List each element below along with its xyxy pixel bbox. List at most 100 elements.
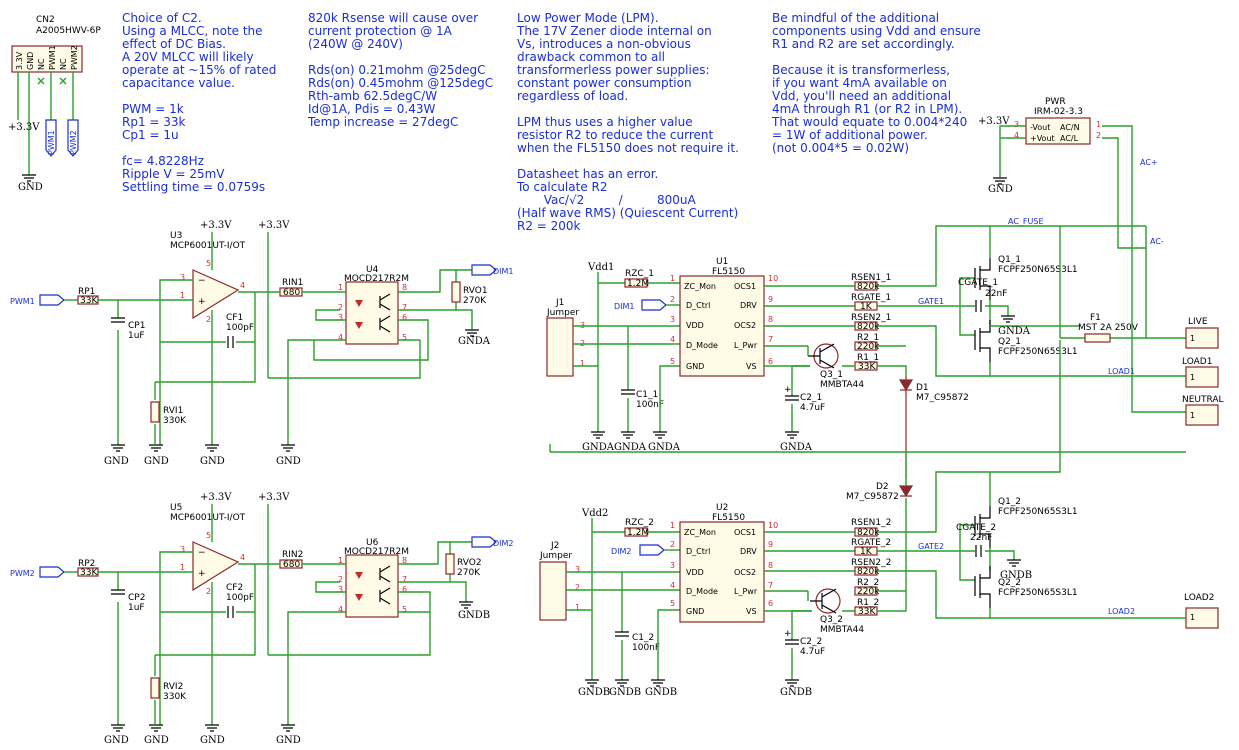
svg-text:L_Pwr: L_Pwr [734, 341, 758, 350]
svg-text:2: 2 [338, 575, 343, 584]
u6-ref: U6 [366, 538, 379, 548]
svg-text:1: 1 [670, 521, 675, 530]
svg-text:3: 3 [670, 561, 675, 570]
rvi2 [150, 677, 160, 699]
r1-1-ref: R1_1 [857, 353, 879, 363]
svg-text:2: 2 [1096, 131, 1101, 140]
svg-text:DRV: DRV [740, 301, 757, 310]
svg-text:2: 2 [206, 587, 211, 596]
f1-value: MST 2A 250V [1078, 323, 1139, 333]
net-ac-plus: AC+ [1140, 158, 1158, 167]
svg-text:−: − [198, 548, 206, 558]
svg-text:LIVE: LIVE [1188, 317, 1208, 327]
note-vdd: Be mindful of the additional components … [772, 11, 981, 155]
svg-text:1: 1 [575, 603, 580, 612]
svg-text:5: 5 [206, 259, 211, 268]
cgate-2-ref: CGATE_2 [956, 523, 996, 533]
gndb: GNDB [645, 687, 677, 698]
connector-load1 [1185, 366, 1219, 388]
j2-ref: J2 [550, 541, 559, 551]
svg-text:AC/N: AC/N [1060, 123, 1080, 132]
rvo2-ref: RVO2 [457, 558, 482, 568]
svg-text:+: + [198, 297, 206, 307]
u5-value: MCP6001UT-I/OT [170, 513, 246, 523]
gnd: GND [988, 184, 1013, 195]
vdd1: Vdd1 [587, 262, 614, 273]
net-dim1: DIM1 [614, 302, 635, 311]
rin2-ref: RIN2 [282, 550, 303, 560]
c1-2-value: 100nF [632, 643, 660, 653]
rp2-ref: RP2 [78, 559, 95, 569]
rsen1-1-value: 820k [857, 282, 880, 292]
rvo2 [445, 553, 455, 575]
r1-2-ref: R1_2 [857, 598, 879, 608]
svg-text:GND: GND [686, 607, 704, 616]
svg-text:4: 4 [338, 333, 343, 342]
r2-2-ref: R2_2 [857, 578, 879, 588]
svg-text:D_Mode: D_Mode [686, 587, 718, 596]
rzc2-ref: RZC_2 [625, 518, 654, 528]
svg-text:+: + [784, 385, 792, 395]
svg-text:8: 8 [402, 283, 407, 292]
note-lpm: Low Power Mode (LPM). The 17V Zener diod… [517, 11, 739, 233]
svg-text:4: 4 [240, 553, 245, 562]
rin2-value: 680 [283, 560, 300, 570]
svg-text:L_Pwr: L_Pwr [734, 587, 758, 596]
svg-text:5: 5 [402, 605, 407, 614]
cf2-ref: CF2 [226, 583, 243, 593]
svg-text:2: 2 [338, 303, 343, 312]
d2-ref: D2 [876, 482, 889, 492]
svg-text:LOAD1: LOAD1 [1182, 357, 1212, 367]
gnd: GND [104, 735, 129, 746]
ac-power-section: F1 MST 2A 250V AC+ AC- PWR IRM-02-3.3 -V… [978, 97, 1224, 629]
svg-text:3: 3 [180, 545, 185, 554]
svg-text:ZC_Mon: ZC_Mon [684, 528, 716, 537]
jumper-j1 [546, 317, 574, 377]
gndb: GNDB [1000, 570, 1032, 581]
svg-text:4: 4 [338, 605, 343, 614]
q1-1-value: FCPF250N65S3L1 [998, 265, 1078, 275]
mosfet-q2-1 [974, 320, 991, 376]
q3-1-ref: Q3_1 [820, 370, 843, 380]
svg-text:1: 1 [1190, 411, 1195, 420]
j2-value: Jumper [539, 551, 572, 561]
net-dim1: DIM1 [493, 267, 514, 276]
rsen1-2-value: 820k [857, 528, 880, 538]
svg-text:+: + [784, 629, 792, 639]
svg-text:GND: GND [686, 362, 704, 371]
connector-neutral [1185, 404, 1219, 426]
gnd: GND [144, 735, 169, 746]
q2-1-ref: Q2_1 [998, 337, 1021, 347]
gndb: GNDB [458, 610, 490, 621]
svg-text:8: 8 [768, 315, 773, 324]
rvi2-value: 330K [163, 692, 187, 702]
rvi2-ref: RVI2 [163, 682, 183, 692]
opamp-u5 [192, 541, 240, 592]
net-ac-fuse: AC_FUSE [1008, 217, 1044, 226]
svg-text:VS: VS [746, 362, 757, 371]
gndb: GNDB [578, 687, 610, 698]
cf1-value: 100pF [226, 323, 254, 333]
u3-value: MCP6001UT-I/OT [170, 241, 246, 251]
svg-text:2: 2 [670, 540, 675, 549]
rzc2-value: 1.2M [627, 528, 649, 538]
gnda: GNDA [998, 326, 1031, 337]
rvo1-value: 270K [463, 296, 487, 306]
svg-text:5: 5 [402, 333, 407, 342]
svg-text:3: 3 [338, 313, 343, 322]
gnd: GND [200, 735, 225, 746]
d1-ref: D1 [916, 383, 929, 393]
channel-2-driver: PWM2 RP2 33K CP2 1uF GND U5 MCP6001UT-I/… [10, 492, 514, 746]
cp2-ref: CP2 [128, 593, 145, 603]
svg-text:7: 7 [768, 581, 773, 590]
svg-text:8: 8 [402, 556, 407, 565]
svg-text:3: 3 [575, 565, 580, 574]
cn2-net-pwm2: PWM2 [69, 130, 78, 155]
gnd: GND [276, 735, 301, 746]
svg-text:1: 1 [1096, 120, 1101, 129]
d2-value: M7_C95872 [846, 492, 899, 502]
gnda: GNDA [614, 442, 647, 453]
cn2-v33: +3.3V [8, 122, 40, 133]
u3-ref: U3 [170, 231, 182, 241]
